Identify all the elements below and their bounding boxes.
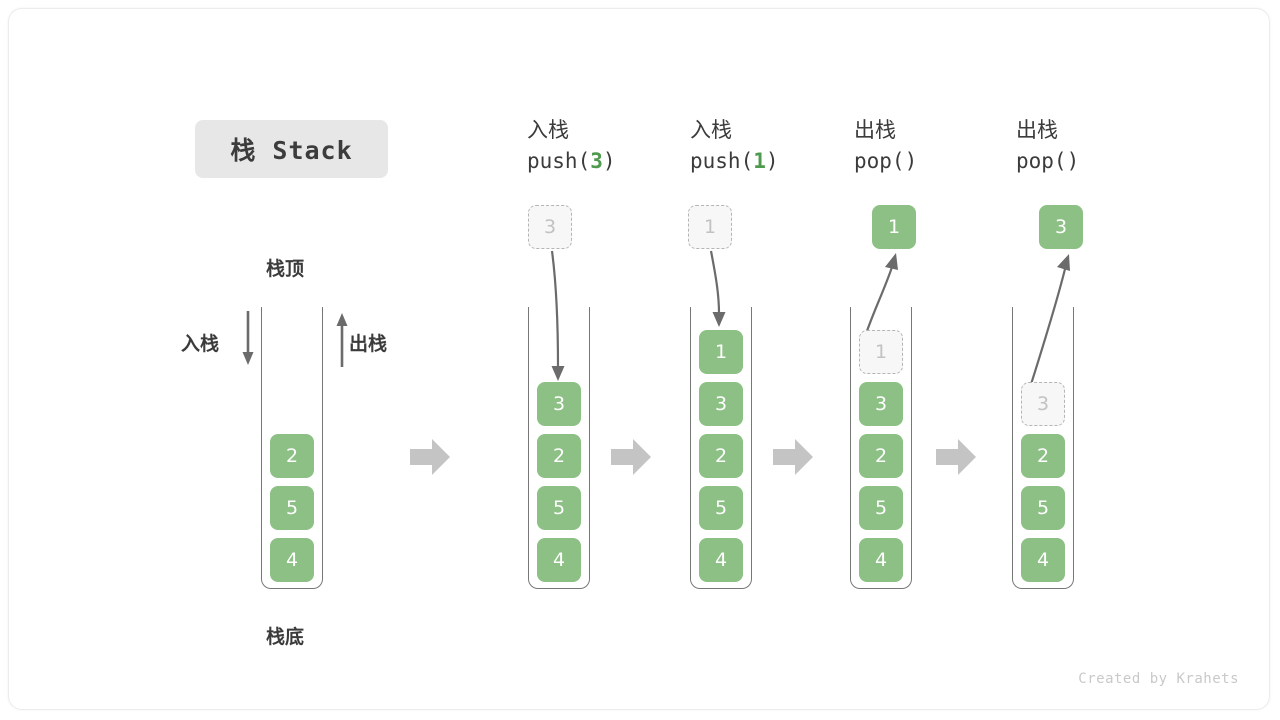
step-code-label: pop() bbox=[854, 145, 1024, 177]
stack-top-label: 栈顶 bbox=[266, 258, 305, 280]
code-suffix: ) bbox=[602, 149, 616, 173]
incoming-element-ghost: 3 bbox=[528, 205, 572, 249]
flow-separator-arrow-icon bbox=[936, 439, 976, 475]
step-header: 出栈 pop() bbox=[854, 115, 1024, 177]
push-flow-arrow-icon bbox=[550, 250, 565, 381]
step-op-label: 出栈 bbox=[854, 118, 896, 142]
popped-slot-ghost: 1 bbox=[859, 330, 903, 374]
flow-separator-arrow-icon bbox=[611, 439, 651, 475]
title-badge-label: 栈 Stack bbox=[230, 136, 353, 165]
pop-direction-arrow-icon bbox=[336, 313, 348, 367]
stack-cell: 2 bbox=[1021, 434, 1065, 478]
footer-credit: Created by Krahets bbox=[1078, 671, 1239, 687]
stack-cell: 4 bbox=[699, 538, 743, 582]
stack-cell: 4 bbox=[1021, 538, 1065, 582]
popped-element: 3 bbox=[1039, 205, 1083, 249]
code-suffix: ) bbox=[765, 149, 779, 173]
stack-cell: 4 bbox=[537, 538, 581, 582]
step-code-label: push(3) bbox=[527, 145, 697, 177]
flow-separator-arrow-icon bbox=[773, 439, 813, 475]
step-header: 入栈 push(1) bbox=[690, 115, 860, 177]
stack-container-initial bbox=[261, 307, 323, 589]
push-direction-arrow-icon bbox=[242, 311, 254, 365]
stack-container-step-3 bbox=[850, 307, 912, 589]
step-op-label: 入栈 bbox=[690, 118, 732, 142]
title-badge: 栈 Stack bbox=[195, 120, 388, 178]
stack-cell: 3 bbox=[859, 382, 903, 426]
stack-cell: 4 bbox=[859, 538, 903, 582]
step-code-label: push(1) bbox=[690, 145, 860, 177]
step-op-label: 出栈 bbox=[1016, 118, 1058, 142]
pop-direction-label: 出栈 bbox=[349, 333, 388, 355]
stack-cell: 1 bbox=[699, 330, 743, 374]
step-header: 入栈 push(3) bbox=[527, 115, 697, 177]
stack-cell: 5 bbox=[859, 486, 903, 530]
step-op-label: 入栈 bbox=[527, 118, 569, 142]
incoming-element-ghost: 1 bbox=[688, 205, 732, 249]
code-suffix: ) bbox=[1066, 149, 1080, 173]
diagram-canvas: 栈 Stack 栈顶 入栈 出栈 2 5 4 栈底 入栈 push(3) 3 3… bbox=[8, 8, 1270, 710]
stack-container-step-1 bbox=[528, 307, 590, 589]
code-suffix: ) bbox=[904, 149, 918, 173]
step-code-label: pop() bbox=[1016, 145, 1186, 177]
stack-cell: 5 bbox=[699, 486, 743, 530]
stack-cell: 2 bbox=[859, 434, 903, 478]
push-direction-label: 入栈 bbox=[181, 333, 220, 355]
code-prefix: pop( bbox=[854, 149, 905, 173]
stack-bottom-label: 栈底 bbox=[266, 626, 305, 648]
stack-cell: 3 bbox=[699, 382, 743, 426]
stack-cell: 2 bbox=[537, 434, 581, 478]
code-prefix: push( bbox=[690, 149, 754, 173]
stack-cell: 5 bbox=[270, 486, 314, 530]
stack-cell: 4 bbox=[270, 538, 314, 582]
code-prefix: pop( bbox=[1016, 149, 1067, 173]
stack-container-step-4 bbox=[1012, 307, 1074, 589]
step-header: 出栈 pop() bbox=[1016, 115, 1186, 177]
stack-cell: 3 bbox=[537, 382, 581, 426]
stack-cell: 2 bbox=[270, 434, 314, 478]
stack-cell: 2 bbox=[699, 434, 743, 478]
code-arg: 1 bbox=[753, 149, 766, 173]
flow-separator-arrow-icon bbox=[410, 439, 450, 475]
stack-container-step-2 bbox=[690, 307, 752, 589]
popped-slot-ghost: 3 bbox=[1021, 382, 1065, 426]
popped-element: 1 bbox=[872, 205, 916, 249]
stack-cell: 5 bbox=[537, 486, 581, 530]
code-arg: 3 bbox=[590, 149, 603, 173]
stack-cell: 5 bbox=[1021, 486, 1065, 530]
push-flow-arrow-icon bbox=[709, 250, 726, 327]
code-prefix: push( bbox=[527, 149, 591, 173]
